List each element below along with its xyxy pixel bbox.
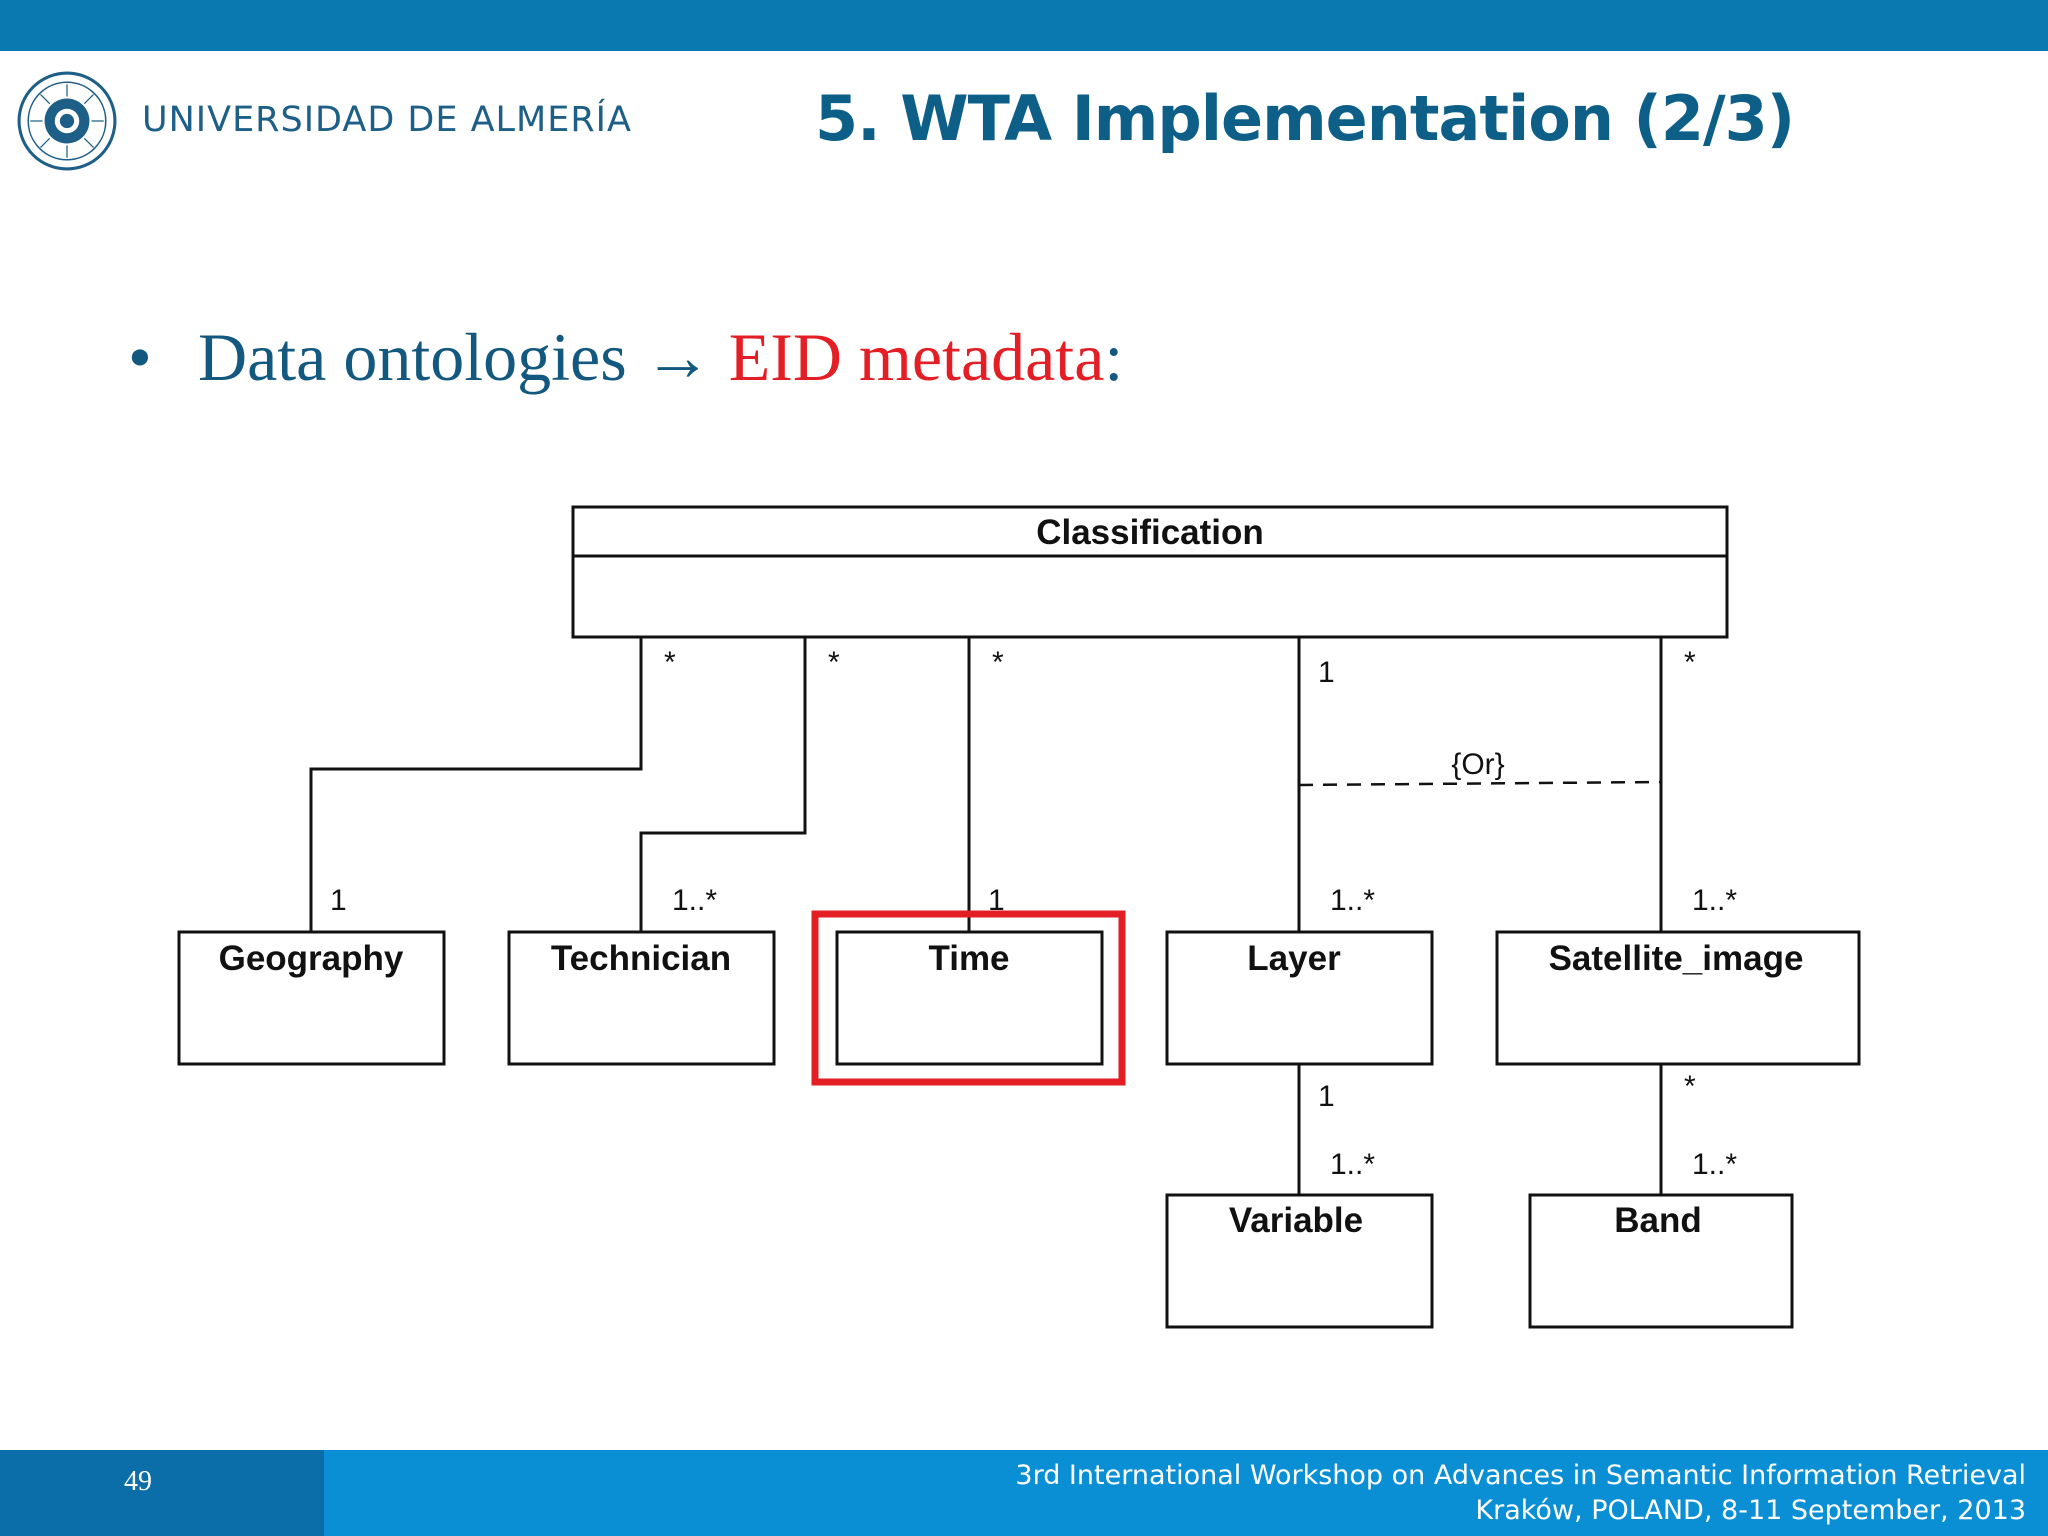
layer-box [1165, 930, 1434, 1066]
mult-satellite-top: * [1684, 646, 1696, 679]
band-label: Band [1614, 1201, 1702, 1240]
footer-workshop: 3rd International Workshop on Advances i… [1015, 1460, 2026, 1491]
mult-technician-bottom: 1..* [672, 884, 717, 917]
or-constraint-line [1298, 780, 1662, 787]
page-number: 49 [124, 1466, 152, 1497]
bullet-dot-icon: • [128, 319, 152, 395]
satellite-image-label: Satellite_image [1549, 939, 1804, 978]
or-constraint-label: {Or} [1451, 748, 1504, 781]
footer-left-panel [0, 1450, 324, 1536]
edge-technician [639, 637, 807, 932]
mult-time-bottom: 1 [988, 884, 1005, 917]
geography-box [177, 930, 446, 1066]
satellite-image-box [1495, 930, 1861, 1066]
time-label: Time [928, 939, 1009, 978]
footer-right-panel [324, 1450, 2048, 1536]
mult-layer-top: 1 [1318, 656, 1335, 689]
bullet-colon: : [1104, 319, 1124, 395]
mult-satellite-bottom: 1..* [1692, 884, 1737, 917]
time-highlight-frame [811, 910, 1126, 1086]
band-box [1528, 1193, 1794, 1329]
mult-band-bottom: 1..* [1692, 1148, 1737, 1181]
classification-label: Classification [1036, 513, 1264, 552]
mult-layer-variable-top: 1 [1318, 1080, 1335, 1113]
variable-label: Variable [1229, 1201, 1363, 1240]
arrow-icon: → [643, 319, 712, 395]
mult-layer-bottom: 1..* [1330, 884, 1375, 917]
university-seal-logo [17, 71, 117, 171]
mult-time-top: * [992, 646, 1004, 679]
time-box [835, 930, 1104, 1066]
geography-label: Geography [219, 939, 404, 978]
mult-technician-top: * [828, 646, 840, 679]
university-name: UNIVERSIDAD DE ALMERÍA [142, 100, 632, 140]
bullet-text: Data ontologies [198, 319, 627, 395]
bullet-highlight: EID metadata [728, 319, 1105, 395]
classification-box [571, 505, 1729, 639]
edge-geography [309, 637, 643, 932]
mult-geography-top: * [664, 646, 676, 679]
mult-satellite-band-top: * [1684, 1070, 1696, 1103]
technician-box [507, 930, 776, 1066]
mult-variable-bottom: 1..* [1330, 1148, 1375, 1181]
layer-label: Layer [1247, 939, 1341, 978]
variable-box [1165, 1193, 1434, 1329]
footer-location-date: Kraków, POLAND, 8-11 September, 2013 [1475, 1495, 2026, 1526]
slide-title: 5. WTA Implementation (2/3) [815, 82, 1795, 155]
bullet-item: • Data ontologies → EID metadata: [128, 318, 1123, 397]
mult-geography-bottom: 1 [330, 884, 347, 917]
top-bar [0, 0, 2048, 51]
technician-label: Technician [551, 939, 731, 978]
uml-class-diagram: Classification Geography Technician Time… [177, 505, 1861, 1329]
